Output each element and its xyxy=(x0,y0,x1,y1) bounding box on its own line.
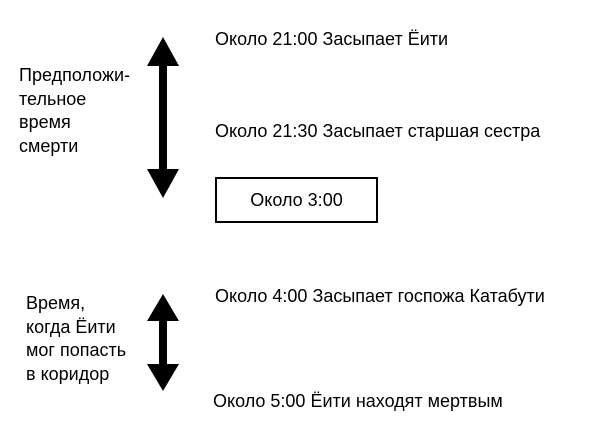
timeline-event-0500: Около 5:00 Ёити находят мертвым xyxy=(213,391,503,411)
double-vertical-arrow-icon xyxy=(147,294,179,391)
timeline-event-box-0300: Около 3:00 xyxy=(215,177,378,223)
timeline-event-2130: Около 21:30 Засыпает старшая сестра xyxy=(215,121,541,141)
timeline-event-0300-label: Около 3:00 xyxy=(250,189,343,210)
annotation-presumed-time-of-death: Предположи- тельное время смерти xyxy=(19,65,131,156)
timeline-event-2100: Около 21:00 Засыпает Ёити xyxy=(215,29,449,49)
timeline-event-0400: Около 4:00 Засыпает госпожа Катабути xyxy=(215,286,545,306)
double-vertical-arrow-icon xyxy=(147,37,179,198)
annotation-corridor-access-time: Время, когда Ёити мог попасть в коридор xyxy=(26,293,127,384)
